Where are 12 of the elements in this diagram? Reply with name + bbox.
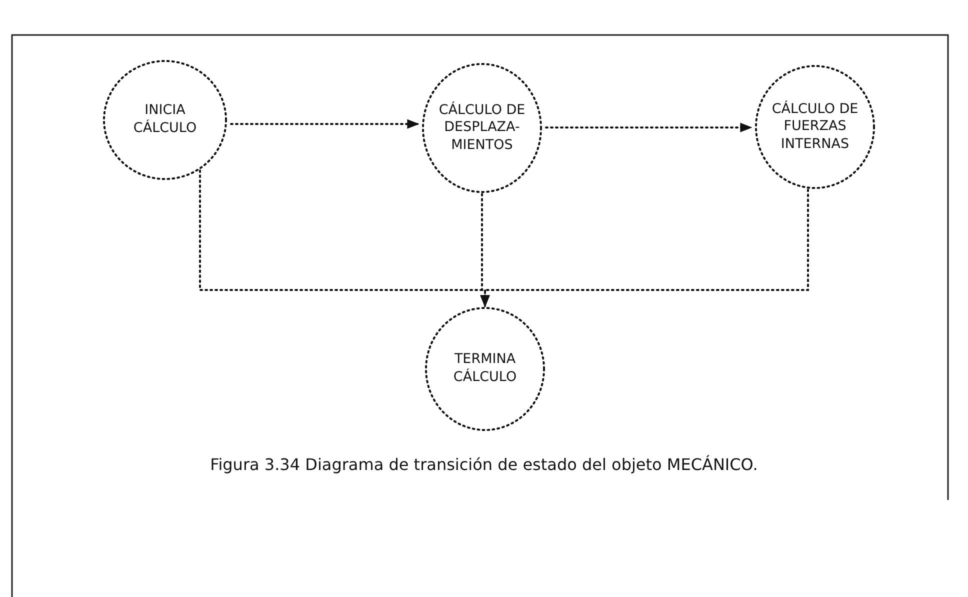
state-label: CÁLCULO DE DESPLAZA- MIENTOS bbox=[438, 102, 526, 154]
state-label: CÁLCULO DE FUERZAS INTERNAS bbox=[770, 100, 860, 154]
arrow bbox=[230, 119, 420, 129]
state-label: INICIA CÁLCULO bbox=[132, 102, 198, 138]
figure-caption: Figura 3.34 Diagrama de transición de estado del objeto MECÁNICO. bbox=[209, 455, 759, 474]
state-ellipse bbox=[103, 60, 227, 180]
arrow bbox=[480, 188, 809, 308]
state-label: TERMINA CÁLCULO bbox=[452, 351, 518, 387]
state-ellipse bbox=[425, 307, 545, 431]
state-ellipse bbox=[755, 65, 875, 189]
arrow bbox=[545, 122, 752, 132]
state-ellipse bbox=[422, 63, 542, 193]
